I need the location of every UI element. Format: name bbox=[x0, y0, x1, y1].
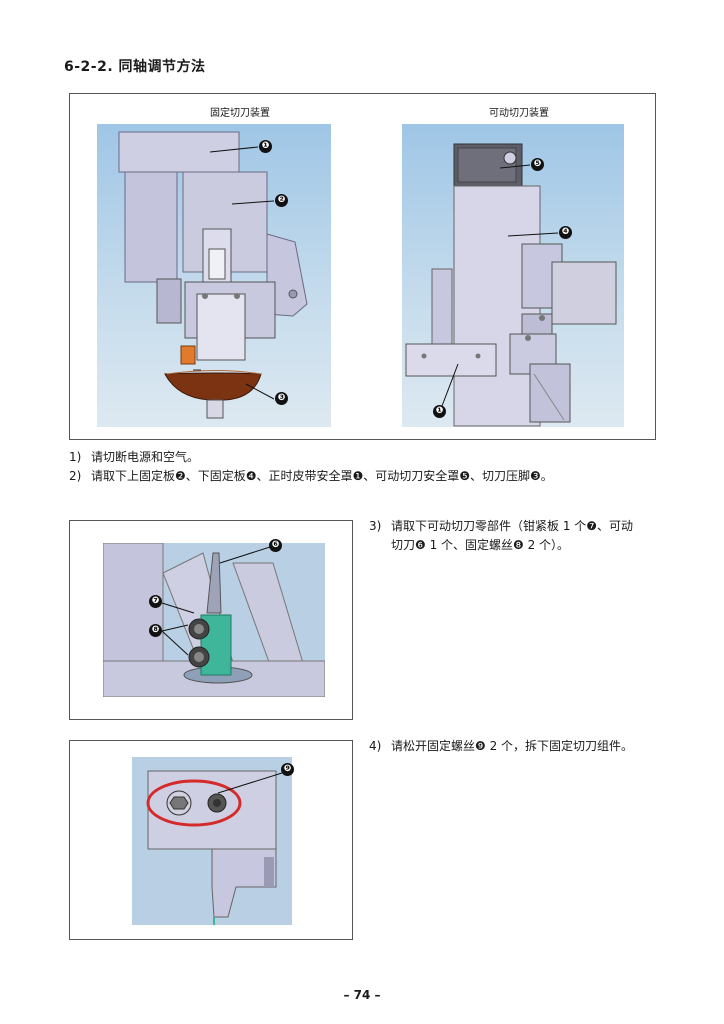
callout-9: ❾ bbox=[281, 763, 294, 776]
callout-3-fixed: ❸ bbox=[275, 392, 288, 405]
figure-movable-cutter-parts: ❻ ❼ ❽ bbox=[69, 520, 353, 720]
movable-cutter-caption: 可动切刀装置 bbox=[489, 108, 549, 119]
step-2: 2) 请取下上固定板❷、下固定板❹、正时皮带安全罩❶、可动切刀安全罩❺、切刀压脚❸… bbox=[69, 467, 709, 486]
movable-parts-illustration bbox=[103, 543, 325, 697]
step-1-number: 1) bbox=[69, 450, 82, 464]
step-3: 3) 请取下可动切刀零部件（钳紧板 1 个❼、可动 切刀❻ 1 个、固定螺丝❽ 2… bbox=[369, 517, 669, 555]
step-4-number: 4) bbox=[369, 739, 382, 753]
callout-2-fixed: ❷ bbox=[275, 194, 288, 207]
step-4: 4) 请松开固定螺丝❾ 2 个，拆下固定切刀组件。 bbox=[369, 737, 689, 756]
step-3-number: 3) bbox=[369, 519, 382, 533]
step-1-text: 请切断电源和空气。 bbox=[91, 450, 200, 464]
step-3-line2: 切刀❻ 1 个、固定螺丝❽ 2 个）。 bbox=[391, 538, 570, 552]
callout-4-movable: ❹ bbox=[559, 226, 572, 239]
fixed-callout-leaders bbox=[209, 146, 275, 400]
step-2-text: 请取下上固定板❷、下固定板❹、正时皮带安全罩❶、可动切刀安全罩❺、切刀压脚❸。 bbox=[91, 469, 553, 483]
movable-cutter-illustration bbox=[402, 124, 624, 427]
step-1: 1) 请切断电源和空气。 bbox=[69, 448, 199, 467]
parts-callout-leaders bbox=[161, 546, 271, 656]
fixed-cutter-caption: 固定切刀装置 bbox=[210, 108, 270, 119]
section-title: 6-2-2. 同轴调节方法 bbox=[64, 59, 206, 75]
fixed-screws-illustration bbox=[132, 757, 292, 925]
callout-8: ❽ bbox=[149, 624, 162, 637]
screws-callout-leaders bbox=[217, 772, 283, 794]
page-number: – 74 – bbox=[343, 988, 381, 1002]
movable-callout-leaders bbox=[441, 164, 559, 407]
callout-6: ❻ bbox=[269, 539, 282, 552]
step-2-number: 2) bbox=[69, 469, 82, 483]
step-3-line1: 请取下可动切刀零部件（钳紧板 1 个❼、可动 bbox=[391, 519, 634, 533]
fixed-cutter-illustration bbox=[97, 124, 331, 427]
callout-1-fixed: ❶ bbox=[259, 140, 272, 153]
figure-cutter-devices: 固定切刀装置 可动切刀装置 ❶ ❷ ❸ bbox=[69, 93, 656, 440]
step-4-text: 请松开固定螺丝❾ 2 个，拆下固定切刀组件。 bbox=[391, 739, 634, 753]
figure-fixed-screws: ❾ bbox=[69, 740, 353, 940]
callout-7: ❼ bbox=[149, 595, 162, 608]
callout-1-movable: ❶ bbox=[433, 405, 446, 418]
callout-5-movable: ❺ bbox=[531, 158, 544, 171]
